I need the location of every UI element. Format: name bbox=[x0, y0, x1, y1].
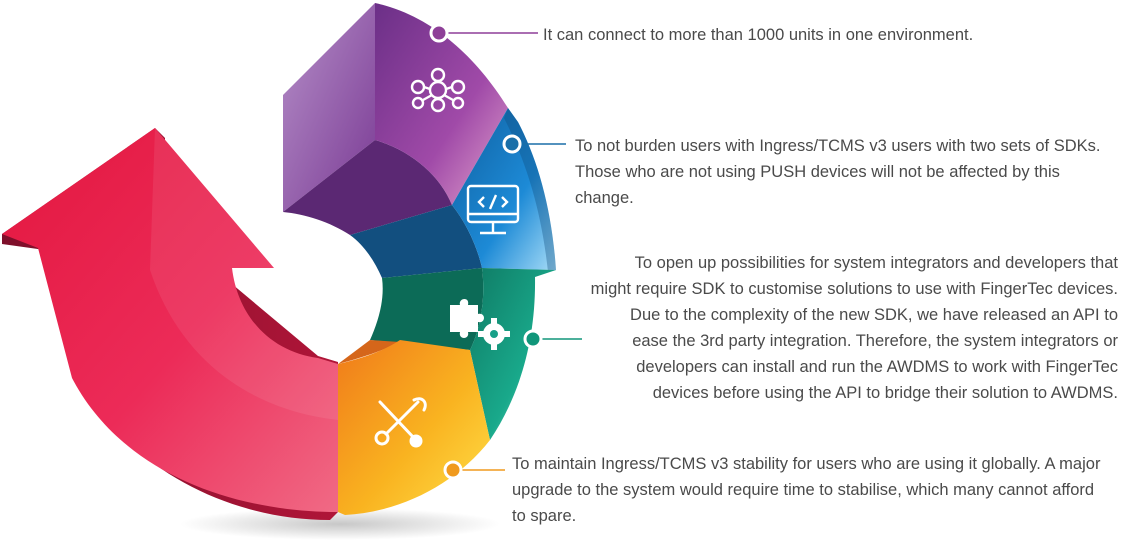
connector-3 bbox=[523, 329, 582, 349]
red-arrow-face bbox=[2, 128, 338, 512]
red-arrow-highlight bbox=[150, 128, 338, 420]
callout-text-sdk-burden: To not burden users with Ingress/TCMS v3… bbox=[575, 137, 1101, 207]
orange-segment-face bbox=[338, 340, 490, 515]
orange-segment-inner bbox=[338, 340, 400, 364]
puzzle-gear-icon bbox=[450, 298, 510, 350]
floor-shadow bbox=[180, 508, 500, 540]
purple-segment-side bbox=[283, 3, 375, 212]
connector-2 bbox=[502, 134, 566, 154]
callout-text-integrators: To open up possibilities for system inte… bbox=[590, 254, 1118, 402]
purple-segment-face bbox=[375, 3, 508, 205]
callout-text-stability: To maintain Ingress/TCMS v3 stability fo… bbox=[512, 455, 1101, 525]
blue-segment-face bbox=[452, 108, 556, 270]
blue-segment-inner bbox=[350, 205, 482, 278]
green-segment-face bbox=[470, 268, 556, 440]
connector-4 bbox=[443, 460, 505, 480]
blue-segment-edge bbox=[504, 108, 556, 272]
purple-segment-inner bbox=[283, 140, 452, 235]
callout-text-connect-units: It can connect to more than 1000 units i… bbox=[543, 26, 974, 44]
network-nodes-icon bbox=[410, 67, 466, 113]
tools-icon bbox=[374, 397, 427, 448]
code-monitor-icon bbox=[466, 184, 520, 235]
connector-1 bbox=[429, 23, 538, 43]
